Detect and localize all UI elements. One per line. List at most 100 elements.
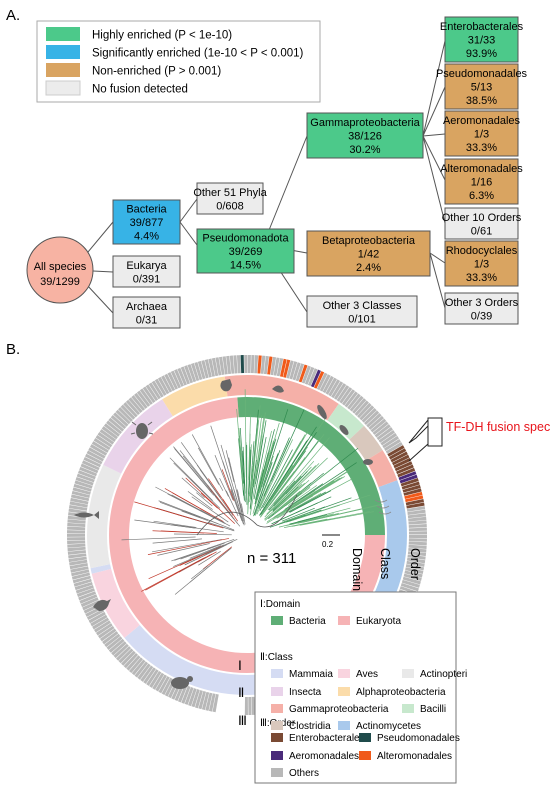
order-ring-tick [69, 562, 88, 570]
legend-domain-1-swatch [338, 616, 350, 625]
legend-domain-title: Ⅰ:Domain [260, 599, 300, 610]
order-ring-tick [406, 557, 426, 564]
tree-branch-bacteria [262, 461, 276, 494]
node-other-orders-3-box [444, 292, 519, 325]
tree-branch-bacteria [273, 475, 302, 507]
order-ring-tick [251, 696, 256, 715]
tree-branch-bacteria [273, 437, 330, 504]
order-ring-tick [118, 407, 133, 422]
node-other-orders-10-line-0: Other 10 Orders [442, 212, 522, 224]
tree-branch-eukaryota [236, 490, 244, 517]
node-bacteria-line-2: 4.4% [134, 231, 159, 243]
order-ring-tick [292, 362, 301, 381]
order-ring-tick [161, 677, 173, 695]
node-rhodocyclales-box [444, 240, 519, 287]
order-ring-tick [70, 497, 89, 505]
node-aeromonadales-line-2: 33.3% [466, 142, 497, 154]
alpha-bacterium-icon [220, 379, 232, 392]
tree-branch-eukaryota [157, 543, 210, 556]
order-ring-tick [92, 617, 110, 630]
node-betaproteobacteria-line-2: 2.4% [356, 262, 381, 274]
order-ring-tick [263, 355, 269, 375]
order-ring-tick [83, 456, 102, 468]
order-ring-tick [180, 366, 191, 385]
tree-branch-bacteria [299, 511, 374, 526]
order-ring-tick [201, 691, 210, 711]
tree-branch-bacteria [297, 503, 382, 524]
class-ring-seg-3 [124, 624, 247, 695]
order-ring-tick [376, 427, 393, 441]
tree-branch-eukaryota [221, 469, 235, 501]
tree-branch-eukaryota [174, 548, 231, 595]
order-ring-tick [113, 643, 129, 659]
order-ring-tick [184, 365, 194, 384]
organism-silhouettes [74, 379, 392, 689]
tree-branch-bacteria [239, 428, 245, 484]
order-ring-tick [177, 684, 188, 703]
tree-branch-eukaryota [173, 446, 212, 493]
fusion-species-label: TF-DH fusion species [446, 420, 550, 434]
tree-branch-eukaryota [171, 524, 224, 533]
tree-branch-bacteria [285, 487, 311, 507]
tree-branch-bacteria [264, 437, 305, 505]
order-ring-tick [73, 578, 92, 587]
order-ring-tick [184, 686, 194, 705]
tree-branch-eukaryota [189, 545, 222, 559]
order-ring-tick [408, 538, 427, 542]
legend-class-5-swatch [271, 704, 283, 713]
tree-branch-eukaryota [225, 450, 235, 482]
tree-branch-eukaryota [206, 539, 235, 549]
order-ring-tick [80, 597, 99, 608]
order-ring-tick [307, 368, 318, 386]
order-ring-tick [187, 364, 197, 383]
order-ring-tick [204, 359, 212, 378]
order-ring-tick [131, 659, 146, 676]
beetle-legs-icon [130, 421, 154, 435]
order-ring-tick [73, 483, 92, 492]
order-ring-tick [233, 355, 238, 374]
phylogenetic-tree [121, 389, 383, 595]
node-pseudomonadales-line-0: Pseudomonadales [436, 68, 528, 80]
order-ring-tick [108, 417, 125, 432]
order-ring-tick [75, 476, 94, 486]
order-ring-tick [270, 356, 277, 376]
node-other-classes-line-1: 0/101 [348, 313, 376, 325]
order-ring-tick [108, 638, 125, 653]
order-ring-tick [95, 434, 113, 448]
tree-branch-bacteria [273, 467, 334, 515]
gamma-bacterium-icon [272, 385, 284, 393]
order-ring-tick [322, 375, 334, 394]
tree-branch-eukaryota [174, 546, 215, 561]
node-other-phyla-line-1: 0/608 [216, 200, 244, 212]
tree-branch-bacteria [274, 499, 302, 518]
order-ring-tick [397, 467, 416, 478]
order-ring-tick [116, 646, 132, 661]
order-ring-tick [387, 445, 405, 457]
order-ring-tick [79, 466, 98, 477]
ring-label-domain: Domain [350, 548, 364, 591]
order-ring-tick [80, 463, 99, 474]
order-ring-tick [310, 369, 321, 388]
class-ring-seg-4 [91, 568, 140, 638]
panel-b-legend: Ⅰ:Domain Ⅱ:Class Ⅲ:Order BacteriaEukaryo… [260, 599, 467, 779]
order-ring-tick [164, 373, 176, 392]
order-ring-tick [174, 369, 184, 387]
tree-branch-eukaryota [187, 491, 213, 510]
order-ring-tick [401, 579, 420, 588]
tree-branch-eukaryota [237, 489, 243, 513]
order-ring-tick [170, 370, 181, 389]
order-ring-tick [67, 515, 86, 521]
order-ring-tick [145, 384, 159, 402]
order-ring-tick [407, 554, 426, 560]
order-ring-tick [399, 474, 418, 484]
order-ring-tick [366, 413, 382, 428]
ring-numeral-3: Ⅲ [238, 713, 247, 728]
order-ring-tick [86, 450, 104, 462]
order-ring-tick [378, 429, 395, 443]
order-ring-tick [97, 432, 115, 445]
tree-branch-bacteria [257, 455, 274, 503]
